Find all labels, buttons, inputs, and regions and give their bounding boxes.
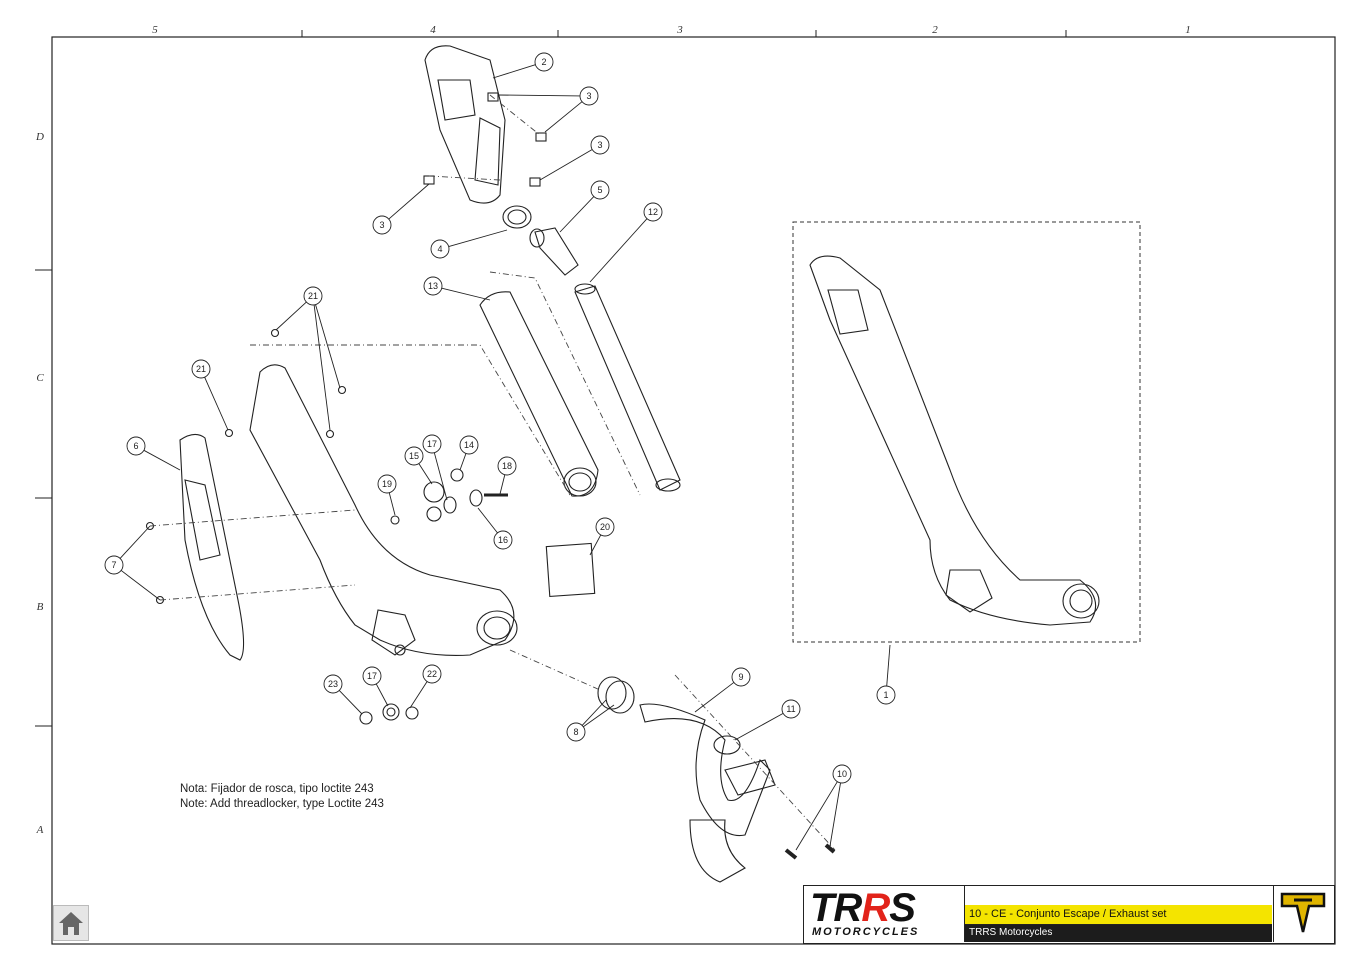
callout-number: 9 (738, 672, 743, 682)
column-label: 3 (676, 24, 683, 36)
callout-16: 16 (477, 507, 513, 550)
shield-window (437, 79, 476, 121)
silencer-packing (479, 291, 599, 497)
clip-nut (487, 92, 499, 102)
trrs-logo: TRRS MOTORCYCLES (804, 886, 965, 942)
callout-number: 23 (328, 679, 338, 689)
header-pipe (639, 703, 771, 837)
column-label: 5 (152, 24, 158, 36)
drawing-frame (51, 36, 1336, 945)
callout-12: 12 (589, 202, 663, 283)
column-label: 2 (932, 24, 938, 36)
gasket-ring (502, 205, 532, 229)
callout-number: 11 (786, 704, 795, 714)
assembled-view-box (792, 221, 1141, 643)
brand-wordmark: TRRS (810, 886, 916, 930)
callout-number: 8 (573, 727, 578, 737)
callout-number: 16 (498, 535, 508, 545)
label-sticker (545, 542, 596, 598)
column-label: 4 (430, 24, 436, 36)
row-label: B (37, 601, 44, 613)
callout-14: 14 (459, 435, 479, 471)
callout-5: 5 (559, 180, 610, 233)
callout-3: 3 (539, 135, 610, 181)
callout-15: 15 (404, 446, 433, 485)
callout-number: 13 (428, 281, 438, 291)
callout-18: 18 (497, 456, 517, 495)
row-label: D (35, 131, 44, 143)
callout-3: 3 (372, 183, 430, 235)
callout-number: 20 (600, 522, 610, 532)
callout-number: 7 (111, 560, 116, 570)
trrs-emblem-icon (1273, 886, 1333, 942)
note-spanish: Nota: Fijador de rosca, tipo loctite 243 (180, 783, 374, 795)
callout-number: 2 (541, 57, 546, 67)
callout-number: 21 (308, 291, 318, 301)
callout-6: 6 (126, 436, 181, 471)
callout-number: 3 (379, 220, 384, 230)
callout-number: 5 (597, 185, 602, 195)
bracket-plate (423, 481, 445, 503)
callout-8: 8 (566, 699, 615, 742)
callout-21: 21 (191, 359, 229, 431)
callout-number: 15 (409, 451, 419, 461)
callout-11: 11 (734, 699, 801, 741)
callout-9: 9 (694, 667, 751, 713)
column-label: 1 (1185, 24, 1191, 36)
row-label: C (36, 372, 44, 384)
home-icon (59, 912, 83, 935)
side-heat-shield (179, 433, 245, 661)
assembled-exhaust (809, 255, 1100, 626)
callout-17: 17 (422, 434, 448, 501)
callout-number: 6 (133, 441, 138, 451)
callout-1: 1 (876, 644, 896, 705)
upper-heat-shield (424, 45, 506, 204)
muffler-body (249, 364, 515, 656)
callout-2: 2 (492, 52, 554, 79)
home-button[interactable] (53, 905, 89, 941)
callout-13: 13 (423, 276, 491, 301)
note-english: Note: Add threadlocker, type Loctite 243 (180, 798, 384, 810)
callout-number: 3 (586, 91, 591, 101)
row-label: A (36, 824, 44, 836)
callout-number: 17 (427, 439, 437, 449)
exhaust-parts (145, 45, 836, 883)
brand-subtitle: MOTORCYCLES (812, 926, 920, 938)
callout-7: 7 (104, 525, 161, 601)
callout-number: 18 (502, 461, 512, 471)
callout-19: 19 (377, 474, 397, 516)
callout-23: 23 (323, 674, 363, 715)
callout-3: 3 (497, 86, 599, 133)
brand-r: R (861, 886, 890, 930)
inner-tube (574, 285, 681, 491)
drawing-title: 10 - CE - Conjunto Escape / Exhaust set (965, 905, 1272, 925)
callout-number: 1 (883, 690, 888, 700)
callout-20: 20 (589, 517, 615, 556)
brand-s: S (889, 886, 916, 930)
callout-number: 17 (367, 671, 377, 681)
callout-number: 12 (648, 207, 658, 217)
callout-10: 10 (795, 764, 852, 851)
callout-4: 4 (430, 229, 508, 259)
company-name: TRRS Motorcycles (965, 925, 1272, 942)
callout-number: 3 (597, 140, 602, 150)
callout-number: 10 (837, 769, 847, 779)
threadlocker-note: Nota: Fijador de rosca, tipo loctite 243… (180, 782, 384, 812)
connector-sleeve (534, 227, 579, 276)
callout-number: 19 (382, 479, 392, 489)
callout-22: 22 (409, 664, 442, 709)
callout-number: 4 (437, 244, 442, 254)
callout-number: 22 (427, 669, 437, 679)
brand-tr: TR (810, 886, 862, 930)
callout-17: 17 (362, 666, 389, 707)
title-block: TRRS MOTORCYCLES 10 - CE - Conjunto Esca… (803, 885, 1335, 944)
callout-number: 14 (464, 440, 474, 450)
callout-21: 21 (275, 286, 341, 431)
callout-number: 21 (196, 364, 206, 374)
